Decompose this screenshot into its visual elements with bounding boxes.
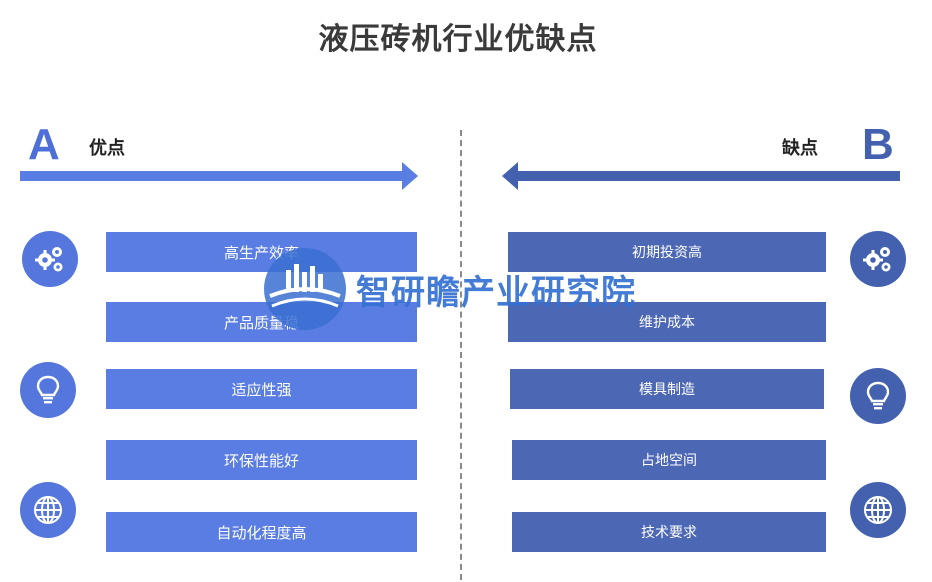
advantage-box: 产品质量稳 <box>106 302 417 342</box>
advantage-box: 高生产效率 <box>106 232 417 272</box>
left-arrow <box>502 162 900 190</box>
disadvantage-box: 占地空间 <box>512 440 826 480</box>
advantage-box: 适应性强 <box>106 369 417 409</box>
advantage-box: 环保性能好 <box>106 440 417 480</box>
center-divider <box>460 130 462 580</box>
section-b-letter: B <box>862 120 894 169</box>
advantage-box: 自动化程度高 <box>106 512 417 552</box>
lightbulb-icon <box>850 368 906 424</box>
disadvantages-label: 缺点 <box>782 138 818 159</box>
page-title: 液压砖机行业优缺点 <box>318 22 598 57</box>
right-arrow <box>20 162 418 190</box>
globe-icon <box>850 482 906 538</box>
disadvantage-box: 维护成本 <box>508 302 826 342</box>
disadvantage-box: 技术要求 <box>512 512 826 552</box>
globe-icon <box>20 482 76 538</box>
section-a-letter: A <box>28 120 60 169</box>
advantages-label: 优点 <box>89 138 125 159</box>
disadvantage-box: 模具制造 <box>510 369 824 409</box>
gears-icon <box>22 231 78 287</box>
gears-icon <box>850 231 906 287</box>
lightbulb-icon <box>20 362 76 418</box>
disadvantage-box: 初期投资高 <box>508 232 826 272</box>
